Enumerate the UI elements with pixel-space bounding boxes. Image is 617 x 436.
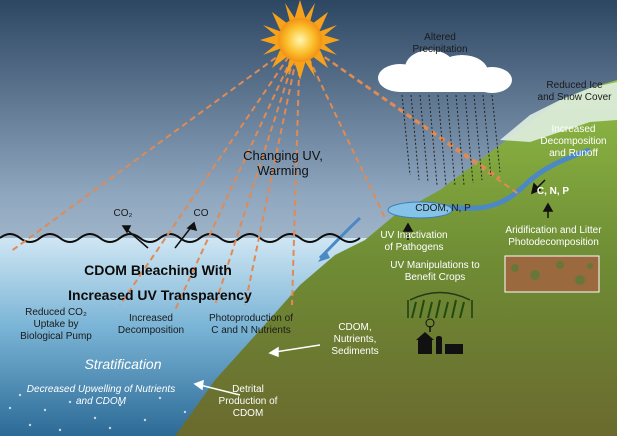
uv-rays	[9, 39, 521, 311]
farm-icon	[416, 318, 463, 354]
particles	[8, 393, 187, 432]
label-reduced-ice: Reduced Ice and Snow Cover	[537, 80, 612, 103]
label-reduced-co2: Reduced CO₂ Uptake by Biological Pump	[20, 307, 92, 342]
label-detrital: Detrital Production of CDOM	[218, 384, 278, 419]
label-uv-inactivation: UV Inactivation of Pathogens	[380, 230, 448, 253]
rain-lines	[401, 94, 501, 187]
label-decreased-upwelling: Decreased Upwelling of Nutrients and CDO…	[26, 384, 176, 407]
label-uv-manipulations: UV Manipulations to Benefit Crops	[390, 260, 480, 283]
pond	[387, 201, 453, 219]
label-cdom-bleaching: CDOM Bleaching With	[84, 262, 232, 278]
crop-plants	[411, 299, 465, 319]
label-changing-uv: Changing UV, Warming	[243, 148, 323, 178]
crops-icon	[407, 291, 473, 318]
label-increased-decomposition: Increased Decomposition	[117, 313, 185, 336]
snow-cover	[500, 82, 617, 142]
label-aridification: Aridification and Litter Photodecomposit…	[505, 225, 602, 248]
sediment-arrows	[193, 344, 321, 396]
litter-photo	[504, 255, 600, 293]
label-co: CO	[193, 208, 209, 219]
label-increased-decomposition-runoff: Increased Decomposition and Runoff	[540, 124, 607, 159]
land-slope	[175, 80, 617, 436]
river-arrowhead	[318, 250, 330, 262]
label-stratification: Stratification	[84, 356, 162, 372]
label-cdom-np: CDOM, N, P	[415, 203, 471, 214]
sun-icon	[260, 0, 340, 80]
cloud-icon	[378, 50, 512, 93]
flux-arrows	[121, 179, 554, 249]
label-co2: CO₂	[113, 208, 133, 219]
label-increased-uv: Increased UV Transparency	[68, 287, 252, 303]
label-photoproduction: Photoproduction of C and N Nutrients	[209, 313, 293, 336]
wave-line	[0, 233, 361, 243]
label-cnp: C, N, P	[536, 186, 570, 197]
label-altered-precipitation: Altered Precipitation	[412, 32, 468, 55]
label-cdom-nutrients: CDOM, Nutrients, Sediments	[331, 322, 379, 357]
